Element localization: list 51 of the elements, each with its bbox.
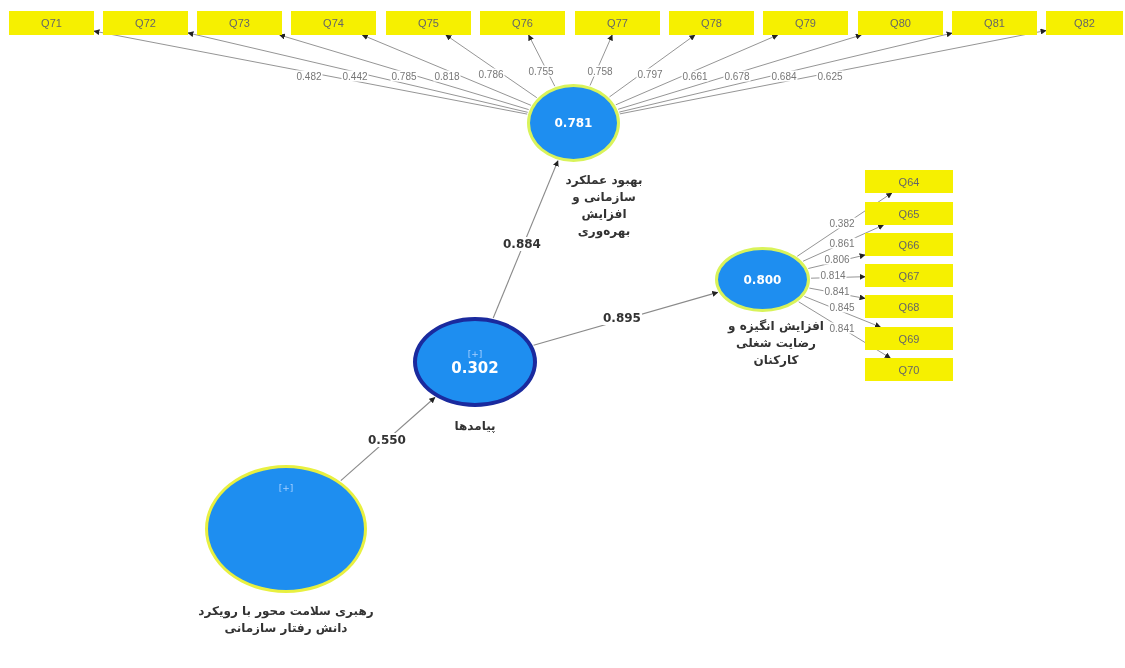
indicator-box: Q76 (480, 11, 565, 35)
construct-label: بهبود عملکرد سازمانی و افزایش بهره‌وری (564, 172, 644, 240)
indicator-box: Q68 (865, 295, 953, 318)
expand-marker: [+] (278, 482, 294, 494)
edge-label: 0.755 (527, 65, 555, 77)
edge-label: 0.895 (602, 311, 642, 325)
indicator-box: Q65 (865, 202, 953, 225)
indicator-box: Q77 (575, 11, 660, 35)
indicator-box: Q78 (669, 11, 754, 35)
value-label: 0.302 (451, 360, 499, 376)
construct-label: پیامدها (453, 418, 497, 435)
edge-label: 0.797 (636, 68, 664, 80)
edge-label: 0.786 (477, 68, 505, 80)
edge-label: 0.841 (828, 322, 856, 334)
indicator-box: Q82 (1046, 11, 1123, 35)
indicator-box: Q75 (386, 11, 471, 35)
indicator-box: Q74 (291, 11, 376, 35)
value-label: 0.800 (743, 271, 782, 288)
edge-label: 0.482 (295, 70, 323, 82)
edge-label: 0.861 (828, 237, 856, 249)
edge-label: 0.550 (367, 433, 407, 447)
edge-label: 0.884 (502, 237, 542, 251)
edge-label: 0.806 (823, 253, 851, 265)
edge-label: 0.758 (586, 65, 614, 77)
edge-label: 0.785 (390, 70, 418, 82)
indicator-box: Q79 (763, 11, 848, 35)
value-label: 0.781 (554, 115, 593, 131)
indicator-box: Q67 (865, 264, 953, 287)
indicator-box: Q71 (9, 11, 94, 35)
indicator-box: Q64 (865, 170, 953, 193)
edge-label: 0.845 (828, 301, 856, 313)
indicator-box: Q81 (952, 11, 1037, 35)
arrow (492, 160, 559, 319)
indicator-box: Q80 (858, 11, 943, 35)
edge-label: 0.678 (723, 70, 751, 82)
edge-label: 0.814 (819, 269, 847, 281)
construct-label: افزایش انگیزه و رضایت شغلی کارکنان (726, 318, 825, 369)
edge-label: 0.684 (770, 70, 798, 82)
edge-label: 0.442 (341, 70, 369, 82)
expand-marker: [+] (467, 348, 483, 360)
edge-label: 0.625 (816, 70, 844, 82)
construct-label: رهبری سلامت محور با رویکرد دانش رفتار سازمانی (197, 603, 375, 637)
edge-label: 0.661 (681, 70, 709, 82)
indicator-box: Q70 (865, 358, 953, 381)
indicator-box: Q73 (197, 11, 282, 35)
indicator-box: Q69 (865, 327, 953, 350)
edge-label: 0.382 (828, 217, 856, 229)
edge-label: 0.818 (433, 70, 461, 82)
indicator-box: Q66 (865, 233, 953, 256)
indicator-box: Q72 (103, 11, 188, 35)
edge-label: 0.841 (823, 285, 851, 297)
